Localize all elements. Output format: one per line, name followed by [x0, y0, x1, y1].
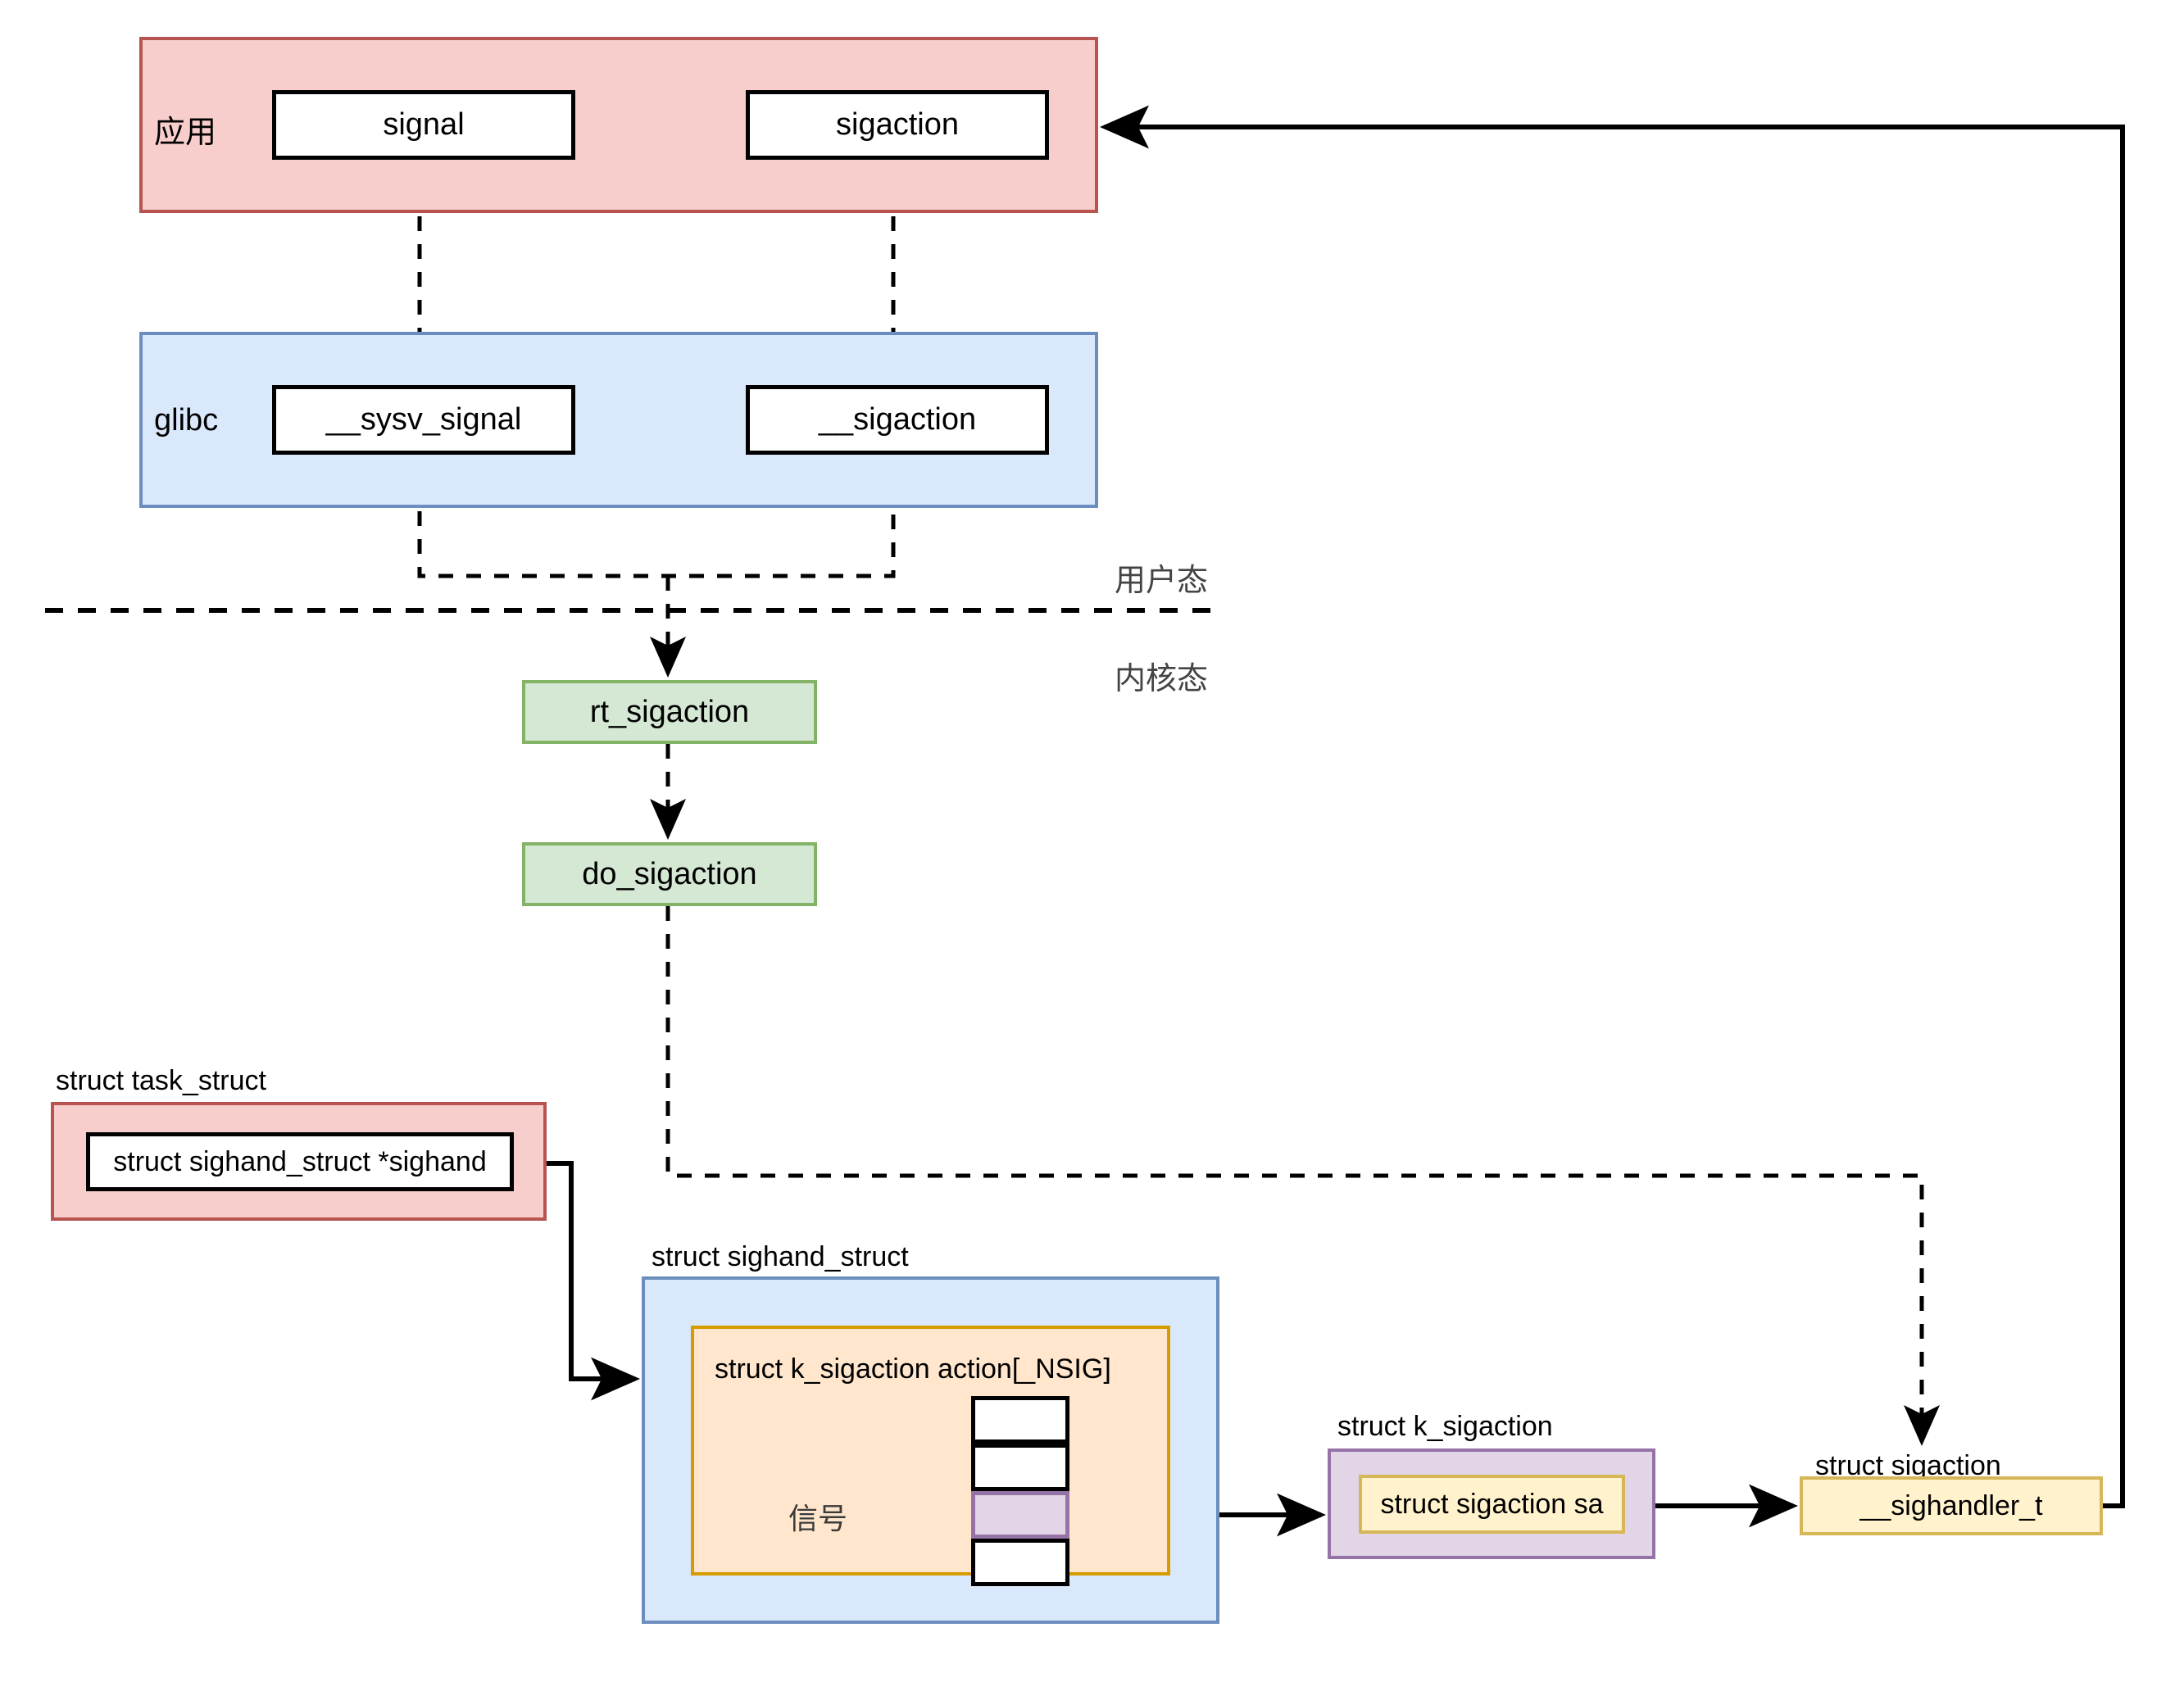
action-array-cell-selected[interactable]	[971, 1491, 1069, 1539]
field-sigaction-sa[interactable]: struct sigaction sa	[1359, 1475, 1625, 1534]
node-__sigaction[interactable]: __sigaction	[746, 385, 1049, 455]
sigaction-struct-title: struct sigaction	[1815, 1450, 2001, 1481]
wire-sighandler-return-to-app	[1100, 105, 2125, 1508]
action-array-panel	[691, 1326, 1170, 1575]
signal-index-label: 信号	[788, 1502, 848, 1535]
action-array-cell[interactable]	[971, 1396, 1069, 1444]
sighand-struct-title: struct sighand_struct	[652, 1241, 909, 1272]
node-rt-sigaction[interactable]: rt_sigaction	[522, 680, 817, 744]
k-sigaction-title: struct k_sigaction	[1337, 1411, 1553, 1442]
action-array-title: struct k_sigaction action[_NSIG]	[715, 1353, 1111, 1385]
glibc-layer-label: glibc	[154, 403, 219, 438]
user-mode-label: 用户态	[1115, 564, 1209, 598]
node-signal[interactable]: signal	[272, 90, 575, 160]
action-array-cell[interactable]	[971, 1444, 1069, 1491]
field-sighandler-t[interactable]: __sighandler_t	[1800, 1476, 2103, 1535]
action-array-cell[interactable]	[971, 1539, 1069, 1586]
node-do-sigaction[interactable]: do_sigaction	[522, 842, 817, 906]
kernel-mode-label: 内核态	[1115, 662, 1209, 696]
task-struct-title: struct task_struct	[56, 1065, 266, 1096]
field-sighand-pointer[interactable]: struct sighand_struct *sighand	[86, 1132, 514, 1191]
node-sigaction[interactable]: sigaction	[746, 90, 1049, 160]
app-layer-label: 应用	[154, 116, 217, 150]
node-sysv-signal[interactable]: __sysv_signal	[272, 385, 575, 455]
